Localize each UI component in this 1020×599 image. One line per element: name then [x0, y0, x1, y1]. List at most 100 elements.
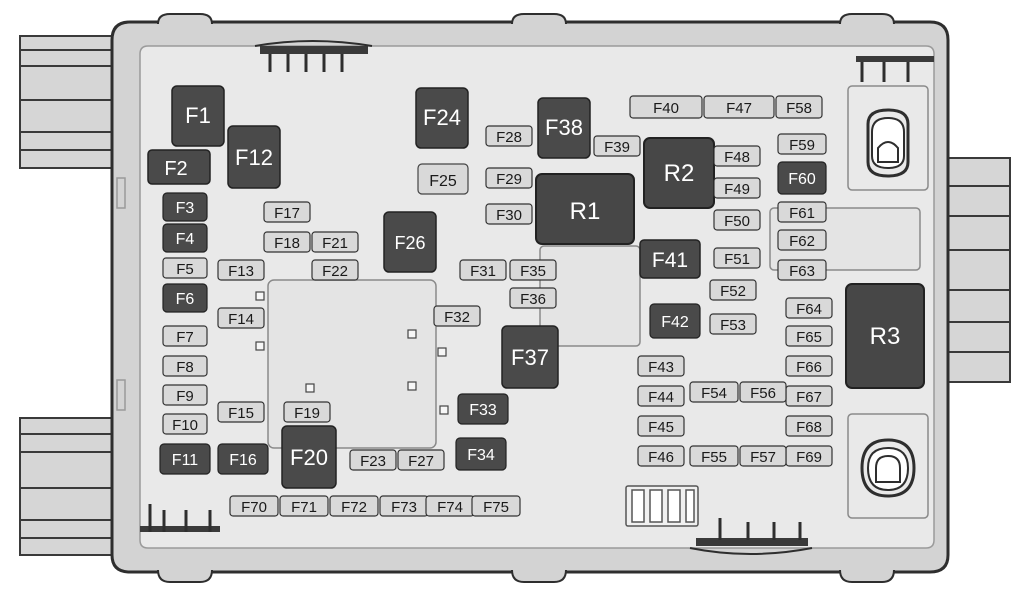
svg-text:F23: F23	[360, 453, 386, 470]
fuse-f34: F34	[455, 437, 507, 471]
svg-text:F4: F4	[176, 231, 195, 248]
svg-text:F25: F25	[429, 173, 457, 190]
svg-text:F1: F1	[185, 103, 211, 128]
svg-text:F38: F38	[545, 115, 583, 140]
fuse-f10: F10	[162, 413, 208, 435]
fuse-f16: F16	[217, 443, 269, 475]
relay-r1: R1	[535, 173, 635, 245]
fuse-f14: F14	[217, 307, 265, 329]
fuse-f1: F1	[171, 85, 225, 147]
fuse-f12: F12	[227, 125, 281, 189]
fuse-f45: F45	[637, 415, 685, 437]
svg-text:F60: F60	[788, 171, 816, 188]
fuse-f28: F28	[485, 125, 533, 147]
fuse-f54: F54	[689, 381, 739, 403]
svg-text:F29: F29	[496, 171, 522, 188]
svg-text:F72: F72	[341, 499, 367, 516]
fuse-f58: F58	[775, 95, 823, 119]
fuse-f26: F26	[383, 211, 437, 273]
svg-text:F61: F61	[789, 205, 815, 222]
fuse-f69: F69	[785, 445, 833, 467]
fuse-f50: F50	[713, 209, 761, 231]
fuse-f52: F52	[709, 279, 757, 301]
svg-text:F59: F59	[789, 137, 815, 154]
fuse-f30: F30	[485, 203, 533, 225]
svg-text:F3: F3	[176, 200, 195, 217]
svg-text:F45: F45	[648, 419, 674, 436]
svg-text:R3: R3	[870, 323, 901, 350]
svg-text:F13: F13	[228, 263, 254, 280]
svg-text:F32: F32	[444, 309, 470, 326]
svg-text:F24: F24	[423, 105, 461, 130]
fuse-f68: F68	[785, 415, 833, 437]
svg-text:F21: F21	[322, 235, 348, 252]
svg-text:F69: F69	[796, 449, 822, 466]
svg-text:F70: F70	[241, 499, 267, 516]
mount-bottom-right	[847, 413, 929, 519]
top-connector	[254, 40, 373, 72]
svg-text:F42: F42	[661, 314, 689, 331]
fuse-f55: F55	[689, 445, 739, 467]
fuse-f36: F36	[509, 287, 557, 309]
svg-text:F18: F18	[274, 235, 300, 252]
fuse-f51: F51	[713, 247, 761, 269]
housing-clips	[157, 13, 895, 583]
fuse-f17: F17	[263, 201, 311, 223]
fuse-f13: F13	[217, 259, 265, 281]
fuse-f42: F42	[649, 303, 701, 339]
svg-text:F26: F26	[394, 233, 425, 253]
svg-text:F56: F56	[750, 385, 776, 402]
right-mounting-rails	[939, 157, 1011, 383]
svg-text:F34: F34	[467, 447, 495, 464]
fuse-f57: F57	[739, 445, 787, 467]
svg-text:F14: F14	[228, 311, 254, 328]
svg-text:F52: F52	[720, 283, 746, 300]
fuse-f18: F18	[263, 231, 311, 253]
svg-text:F10: F10	[172, 417, 198, 434]
svg-text:F50: F50	[724, 213, 750, 230]
relay-r2: R2	[643, 137, 715, 209]
right-recess	[769, 207, 921, 271]
fuse-f47: F47	[703, 95, 775, 119]
fuse-f37: F37	[501, 325, 559, 389]
svg-text:F7: F7	[176, 329, 194, 346]
small-fuses: F5 F7 F8 F9 F10 F13 F14 F15 F17 F18 F21 …	[162, 95, 833, 517]
svg-text:F15: F15	[228, 405, 254, 422]
svg-text:F19: F19	[294, 405, 320, 422]
svg-text:F40: F40	[653, 100, 679, 117]
bottom-right-connector	[689, 518, 813, 555]
fuse-f20: F20	[281, 425, 337, 489]
fuse-f64: F64	[785, 297, 833, 319]
svg-text:F41: F41	[652, 249, 688, 272]
fuse-f53: F53	[709, 313, 757, 335]
svg-text:F20: F20	[290, 445, 328, 470]
fuse-f74: F74	[425, 495, 475, 517]
fuse-f72: F72	[329, 495, 379, 517]
svg-text:F64: F64	[796, 301, 822, 318]
fuse-f43: F43	[637, 355, 685, 377]
svg-text:F63: F63	[789, 263, 815, 280]
fuse-f6: F6	[162, 283, 208, 313]
fuse-f75: F75	[471, 495, 521, 517]
fuse-f2: F2	[147, 149, 211, 185]
fuse-f35: F35	[509, 259, 557, 281]
fuse-f65: F65	[785, 325, 833, 347]
svg-text:F43: F43	[648, 359, 674, 376]
svg-text:R1: R1	[570, 198, 601, 225]
svg-text:F73: F73	[391, 499, 417, 516]
fuse-f25: F25	[417, 163, 469, 195]
svg-text:F44: F44	[648, 389, 674, 406]
relay-r3: R3	[845, 283, 925, 389]
svg-text:F35: F35	[520, 263, 546, 280]
fuse-f38: F38	[537, 97, 591, 159]
svg-text:F28: F28	[496, 129, 522, 146]
fuse-f44: F44	[637, 385, 685, 407]
svg-text:F51: F51	[724, 251, 750, 268]
svg-text:F66: F66	[796, 359, 822, 376]
svg-text:F46: F46	[648, 449, 674, 466]
fuse-f8: F8	[162, 355, 208, 377]
fuse-f32: F32	[433, 305, 481, 327]
svg-text:F17: F17	[274, 205, 300, 222]
fuse-f73: F73	[379, 495, 429, 517]
svg-text:F54: F54	[701, 385, 727, 402]
